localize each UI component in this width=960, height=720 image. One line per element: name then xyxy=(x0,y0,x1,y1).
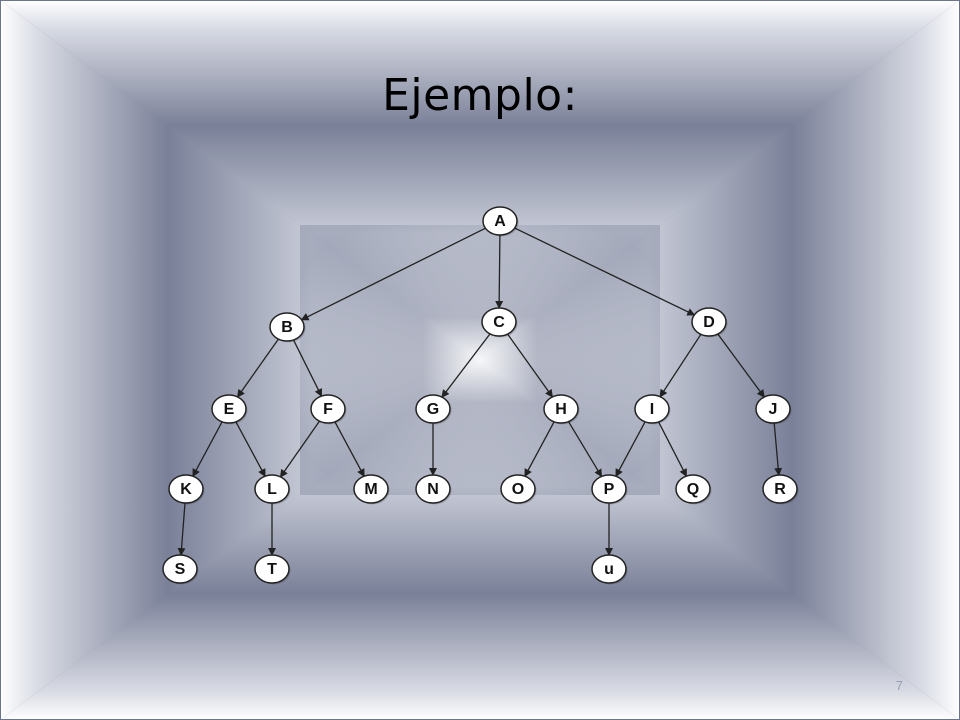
node-label: K xyxy=(180,481,192,498)
node-g: G xyxy=(415,394,452,425)
edge-c-h xyxy=(507,333,553,398)
node-label: N xyxy=(427,481,439,498)
edge-i-p xyxy=(615,421,646,478)
node-label: A xyxy=(494,213,506,230)
node-l: L xyxy=(254,474,291,505)
edge-d-j xyxy=(717,333,765,398)
node-circle xyxy=(543,394,579,424)
node-c: C xyxy=(481,307,518,338)
edge-d-i xyxy=(659,333,702,398)
edge-k-s xyxy=(177,502,186,556)
node-u: u xyxy=(591,554,628,585)
node-r: R xyxy=(762,474,799,505)
node-label: I xyxy=(650,401,654,418)
node-label: B xyxy=(281,319,293,336)
node-label: G xyxy=(427,401,439,418)
node-circle xyxy=(481,307,517,337)
node-t: T xyxy=(254,554,291,585)
node-q: Q xyxy=(675,474,712,505)
node-e: E xyxy=(211,394,248,425)
node-circle xyxy=(254,474,290,504)
node-label: J xyxy=(769,401,778,418)
node-label: D xyxy=(703,314,715,331)
node-p: P xyxy=(591,474,628,505)
node-label: E xyxy=(224,401,235,418)
edge-c-g xyxy=(441,333,491,398)
node-n: N xyxy=(415,474,452,505)
node-label: Q xyxy=(687,481,699,498)
node-circle xyxy=(500,474,536,504)
node-j: J xyxy=(755,394,792,425)
node-circle xyxy=(675,474,711,504)
edge-a-b xyxy=(300,227,486,321)
node-label: H xyxy=(555,401,567,418)
node-s: S xyxy=(162,554,199,585)
edge-a-c xyxy=(495,234,504,309)
node-circle xyxy=(254,554,290,584)
node-k: K xyxy=(168,474,205,505)
node-circle xyxy=(762,474,798,504)
edge-h-p xyxy=(567,421,603,478)
node-circle xyxy=(353,474,389,504)
node-circle xyxy=(310,394,346,424)
edge-b-e xyxy=(237,338,279,398)
node-label: P xyxy=(604,481,615,498)
node-label: C xyxy=(493,314,505,331)
edge-b-f xyxy=(292,339,323,397)
node-circle xyxy=(162,554,198,584)
node-label: S xyxy=(175,561,186,578)
edge-i-q xyxy=(658,421,687,477)
node-circle xyxy=(591,554,627,584)
node-i: I xyxy=(634,394,671,425)
node-circle xyxy=(269,312,305,342)
edge-a-d xyxy=(514,227,696,316)
edge-j-r xyxy=(773,422,783,476)
node-a: A xyxy=(482,206,519,237)
edge-e-k xyxy=(192,421,223,478)
node-circle xyxy=(168,474,204,504)
node-circle xyxy=(415,394,451,424)
slide-number: 7 xyxy=(895,678,903,693)
edge-e-l xyxy=(235,421,266,478)
node-circle xyxy=(691,307,727,337)
node-circle xyxy=(591,474,627,504)
node-label: T xyxy=(267,561,277,578)
edge-f-m xyxy=(334,421,365,478)
node-h: H xyxy=(543,394,580,425)
node-label: R xyxy=(774,481,786,498)
node-label: L xyxy=(267,481,277,498)
node-m: M xyxy=(353,474,390,505)
slide-title: Ejemplo: xyxy=(382,70,578,121)
node-b: B xyxy=(269,312,306,343)
node-label: M xyxy=(364,481,377,498)
node-label: O xyxy=(512,481,524,498)
node-circle xyxy=(755,394,791,424)
node-o: O xyxy=(500,474,537,505)
edge-h-o xyxy=(524,421,555,478)
node-circle xyxy=(211,394,247,424)
node-label: u xyxy=(604,561,614,578)
node-circle xyxy=(634,394,670,424)
node-f: F xyxy=(310,394,347,425)
node-label: F xyxy=(323,401,333,418)
node-circle xyxy=(482,206,518,236)
edges-layer xyxy=(177,227,783,556)
edge-f-l xyxy=(279,420,321,478)
node-d: D xyxy=(691,307,728,338)
node-circle xyxy=(415,474,451,504)
